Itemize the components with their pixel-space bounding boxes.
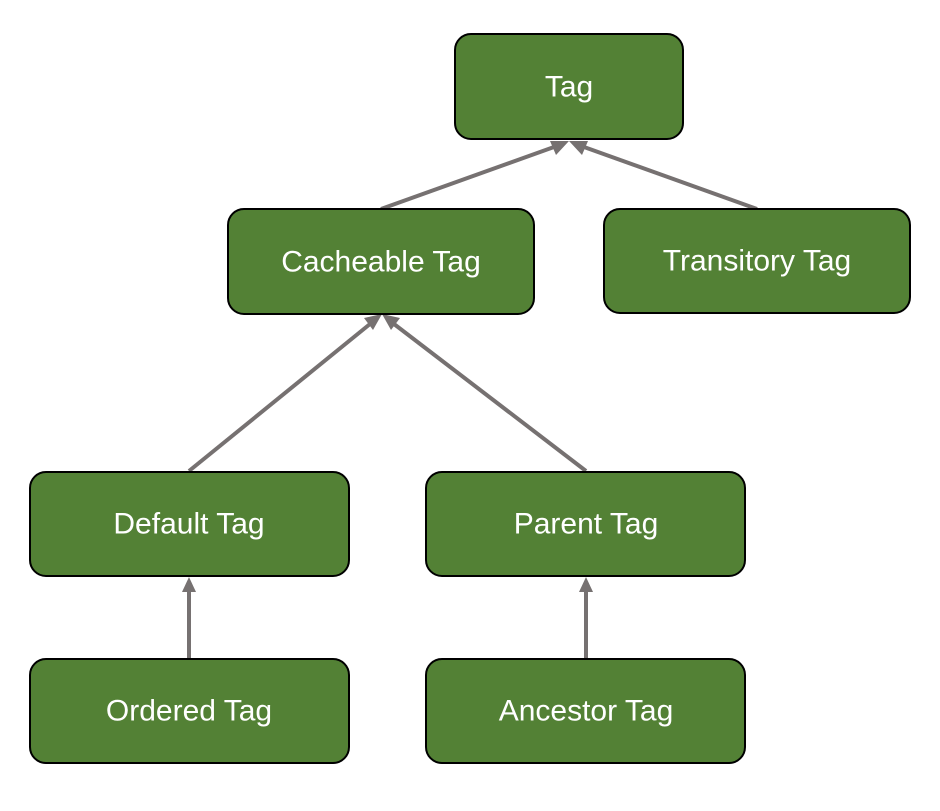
arrow-head: [382, 314, 400, 330]
arrow-head: [364, 314, 382, 330]
node-box: [425, 658, 746, 764]
node-box: [454, 33, 684, 140]
node-cacheable-tag: Cacheable Tag: [227, 208, 535, 315]
edge-line: [583, 145, 758, 211]
node-parent-tag: Parent Tag: [425, 471, 746, 577]
node-transitory-tag: Transitory Tag: [603, 208, 911, 314]
edge-parent-to-cacheable: [382, 314, 588, 473]
node-box: [603, 208, 911, 314]
arrow-head: [569, 141, 588, 155]
edge-transitory-to-tag: [569, 141, 758, 211]
edge-line: [392, 322, 588, 473]
edge-ordered-to-default: [182, 577, 196, 658]
edges: [182, 141, 758, 658]
edge-default-to-cacheable: [187, 314, 382, 473]
node-box: [227, 208, 535, 315]
node-box: [29, 471, 350, 577]
node-tag: Tag: [454, 33, 684, 140]
node-label-cacheable-tag: Cacheable Tag: [281, 246, 481, 279]
edge-line: [380, 145, 555, 211]
node-label-ancestor-tag: Ancestor Tag: [499, 695, 674, 728]
node-box: [29, 658, 350, 764]
node-label-parent-tag: Parent Tag: [514, 508, 659, 541]
edge-cacheable-to-tag: [380, 141, 569, 211]
arrow-head: [182, 577, 196, 592]
arrow-head: [579, 577, 593, 592]
node-default-tag: Default Tag: [29, 471, 350, 577]
node-ancestor-tag: Ancestor Tag: [425, 658, 746, 764]
node-label-transitory-tag: Transitory Tag: [663, 245, 851, 278]
node-label-tag: Tag: [545, 71, 593, 104]
node-label-default-tag: Default Tag: [113, 508, 264, 541]
arrow-head: [550, 141, 569, 155]
node-ordered-tag: Ordered Tag: [29, 658, 350, 764]
node-box: [425, 471, 746, 577]
edge-line: [187, 322, 372, 473]
node-label-ordered-tag: Ordered Tag: [106, 695, 272, 728]
edge-ancestor-to-parent: [579, 577, 593, 658]
